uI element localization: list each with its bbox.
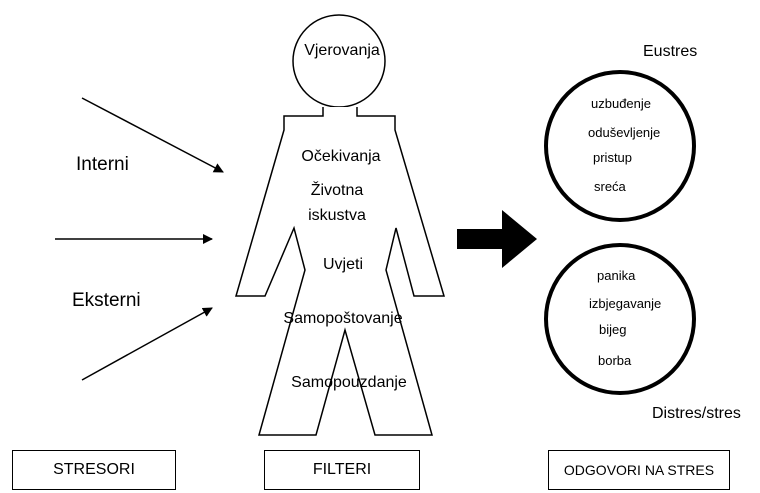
big-right-arrow <box>457 210 537 268</box>
eustress-item-approach: pristup <box>593 150 632 165</box>
eustress-title: Eustres <box>643 43 697 60</box>
filter-beliefs: Vjerovanja <box>304 42 380 59</box>
filter-self-confidence: Samopouzdanje <box>291 374 407 391</box>
figure-head <box>292 14 386 108</box>
eustress-item-excitement: uzbuđenje <box>591 96 651 111</box>
figure-body <box>235 107 446 436</box>
filter-experiences: iskustva <box>308 207 366 224</box>
responses-box: ODGOVORI NA STRES <box>548 450 730 490</box>
filters-box-label: FILTERI <box>312 461 372 478</box>
distress-item-panic: panika <box>597 268 636 283</box>
filter-conditions: Uvjeti <box>323 256 363 273</box>
distress-circle <box>544 243 696 395</box>
distress-title: Distres/stres <box>652 405 741 422</box>
eustress-item-enthusiasm: oduševljenje <box>588 125 660 140</box>
external-stressor-label: Eksterni <box>72 290 141 311</box>
distress-item-avoidance: izbjegavanje <box>589 296 661 311</box>
filter-life: Životna <box>311 180 364 199</box>
eustress-circle <box>544 70 696 222</box>
stressor-arrow-top <box>81 97 224 173</box>
distress-item-fight: borba <box>598 353 632 368</box>
distress-item-flight: bijeg <box>599 322 626 337</box>
stressor-arrow-bottom <box>81 307 213 381</box>
stressors-box: STRESORI <box>12 450 176 490</box>
eustress-item-happiness: sreća <box>594 179 627 194</box>
stressors-box-label: STRESORI <box>53 461 135 478</box>
filter-expectations: Očekivanja <box>301 148 380 165</box>
filter-self-respect: Samopoštovanje <box>283 310 402 327</box>
responses-box-label: ODGOVORI NA STRES <box>563 462 715 478</box>
internal-stressor-label: Interni <box>76 154 129 175</box>
filters-box: FILTERI <box>264 450 420 490</box>
